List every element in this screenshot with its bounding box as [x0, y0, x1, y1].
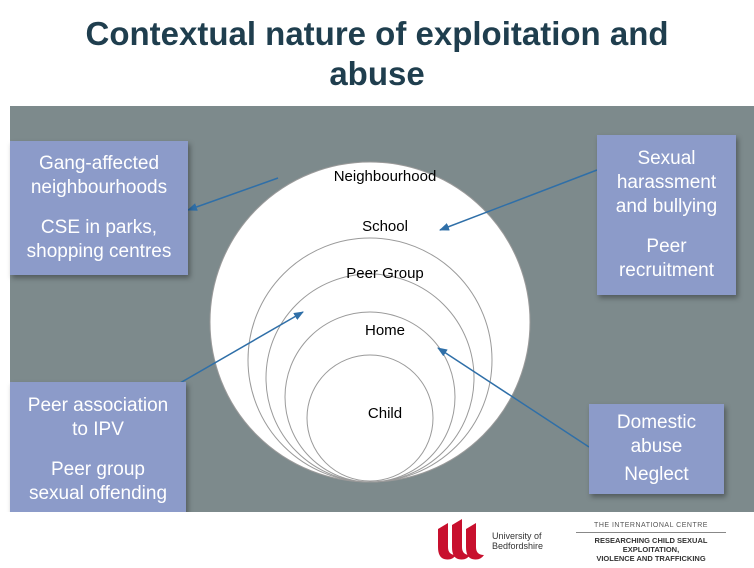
callout-text: recruitment [618, 260, 715, 281]
callout-text: Peer association [27, 395, 169, 416]
ring-label-neighbourhood: Neighbourhood [333, 168, 437, 185]
slide-title: Contextual nature of exploitation and ab… [85, 15, 669, 92]
callout-text: shopping centres [26, 241, 172, 262]
callout-text: sexual offending [28, 483, 168, 504]
university-name-line1: University of [492, 531, 542, 541]
arrow-neighbourhood [187, 177, 279, 211]
callout-text: Gang-affected [38, 153, 160, 174]
arrow-peer-group [179, 311, 304, 384]
centre-heading: THE INTERNATIONAL CENTRE [594, 522, 708, 529]
callout-text: Neglect [624, 464, 689, 485]
callout-text: CSE in parks, [40, 217, 158, 238]
ring-label-home: Home [364, 322, 405, 339]
arrow-school [439, 169, 598, 231]
centre-name-line2: VIOLENCE AND TRAFFICKING [596, 554, 706, 563]
university-name-line2: Bedfordshire [492, 541, 544, 551]
callout-text: Domestic [616, 412, 697, 433]
ring-child [306, 354, 434, 482]
ring-label-peer-group: Peer Group [346, 265, 424, 282]
centre-divider [576, 532, 726, 533]
callout-text: and bullying [615, 196, 718, 217]
footer [0, 512, 754, 568]
callout-text: harassment [616, 172, 717, 193]
international-centre-logo: THE INTERNATIONAL CENTRE RESEARCHING CHI… [566, 522, 736, 563]
callout-text: to IPV [72, 419, 124, 440]
callout-text: Peer group [50, 459, 145, 480]
callout-school-risks: Sexual harassment and bullying Peer recr… [597, 135, 736, 295]
callout-text: Peer [646, 236, 687, 257]
ring-label-child: Child [367, 405, 403, 422]
callout-peer-group-risks: Peer association to IPV Peer group sexua… [10, 382, 186, 518]
callout-neighbourhood-risks: Gang-affected neighbourhoods CSE in park… [10, 141, 188, 275]
arrow-home [437, 347, 590, 448]
callout-home-risks: Domestic abuse Neglect [589, 404, 724, 494]
callout-text: neighbourhoods [30, 177, 168, 198]
university-logo-icon [438, 519, 484, 560]
university-name: University of Bedfordshire [492, 531, 543, 551]
centre-name-line1: RESEARCHING CHILD SEXUAL EXPLOITATION, [594, 536, 708, 554]
callout-text: Sexual [637, 148, 696, 169]
ring-label-school: School [362, 218, 408, 235]
callout-text: abuse [630, 436, 683, 457]
